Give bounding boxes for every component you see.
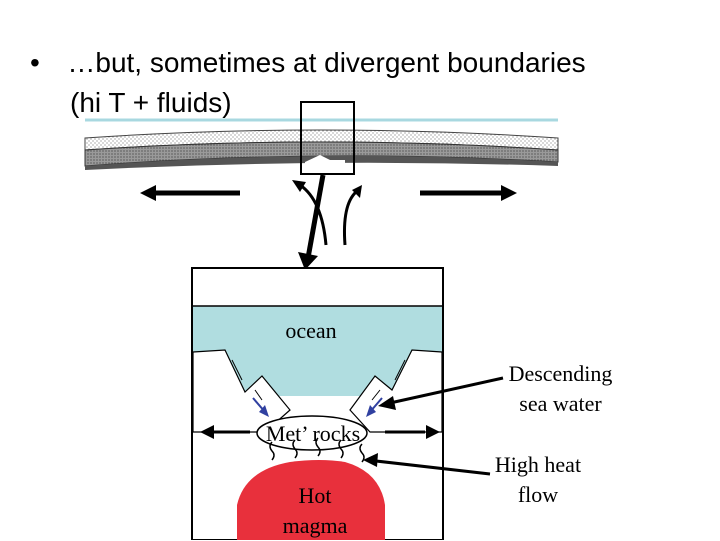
hot-magma-label-line-2: magma (282, 513, 348, 538)
ocean-label: ocean (285, 318, 337, 343)
heat-flow-label-line-1: High heat (494, 452, 582, 477)
heat-flow-label-line-2: flow (517, 482, 559, 507)
ridge-magma-notch (305, 155, 345, 168)
label-pointer-arrows (363, 376, 504, 476)
fluid-circulation-arrows (292, 180, 362, 246)
bullet-text-line-1: • …but, sometimes at divergent boundarie… (30, 42, 586, 84)
descending-label-line-1: Descending (508, 361, 613, 386)
bullet-symbol: • (30, 47, 40, 78)
zoom-arrow (298, 174, 326, 270)
met-rocks-label: Met’ rocks (265, 421, 361, 446)
hot-magma-label: Hot magma (270, 481, 360, 541)
descending-sea-water-label: Descending sea water (498, 359, 623, 419)
bullet-text: …but, sometimes at divergent boundaries (67, 47, 586, 78)
zoom-box (300, 101, 355, 175)
zoomed-detail-box (191, 267, 444, 540)
high-heat-flow-label: High heat flow (484, 450, 592, 510)
hot-magma-label-line-1: Hot (298, 483, 332, 508)
plate-cross-section (84, 101, 559, 175)
spreading-arrows-top (140, 185, 517, 201)
hot-magma-body (237, 460, 385, 540)
descending-label-line-2: sea water (519, 391, 602, 416)
bullet-text-line-2: (hi T + fluids) (70, 87, 232, 118)
